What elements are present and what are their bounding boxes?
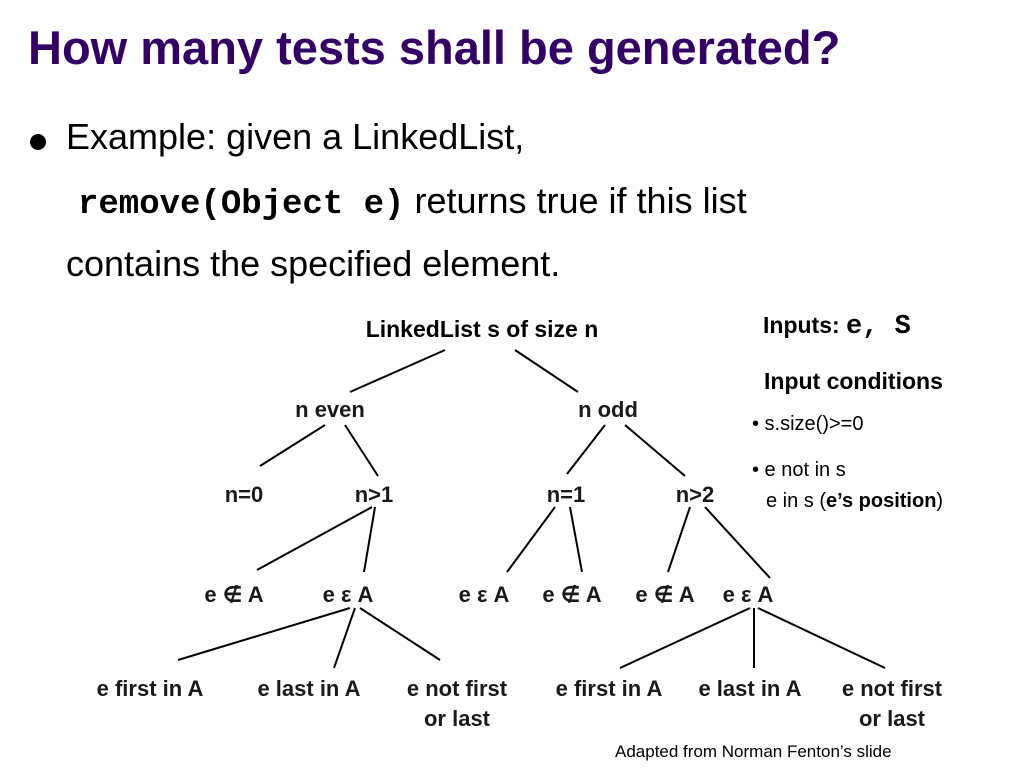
method-signature: remove(Object e) — [78, 186, 405, 224]
edge-inA1-notfirst — [359, 607, 441, 661]
tree-root-label: LinkedList s of size n — [365, 316, 599, 342]
leaf-or-last: or last — [423, 706, 491, 731]
node-n-eq-1: n=1 — [546, 482, 586, 507]
node-e-in-a: e ε A — [322, 582, 374, 607]
edge-ngt1-notin — [256, 506, 373, 571]
node-n-gt-1: n>1 — [354, 482, 394, 507]
edge-n1-notin — [569, 506, 583, 573]
node-n-gt-2: n>2 — [675, 482, 715, 507]
edge-root-even — [349, 349, 446, 393]
node-n-eq-0: n=0 — [224, 482, 264, 507]
inputs-line: Inputs: e, S — [763, 312, 911, 342]
edge-odd-n1 — [566, 424, 606, 475]
node-e-in-a: e ε A — [722, 582, 774, 607]
leaf-e-last-in-a: e last in A — [698, 676, 802, 701]
leaf-e-not-first: e not first — [841, 676, 943, 701]
inputs-vars: e, S — [846, 312, 911, 342]
leaf-e-last-in-a: e last in A — [257, 676, 361, 701]
condition-3-prefix: e in s ( — [766, 490, 827, 512]
condition-3: e in s (e’s position) — [766, 490, 943, 513]
condition-3-bold: e’s position — [826, 490, 937, 512]
bullet-line-2: remove(Object e) returns true if this li… — [78, 180, 747, 224]
bullet-line-2-text: returns true if this list — [414, 180, 747, 221]
slide-title: How many tests shall be generated? — [28, 21, 841, 74]
edge-inA1-first — [177, 607, 351, 661]
edge-inA2-first — [619, 607, 751, 669]
edge-odd-ngt2 — [624, 424, 686, 477]
edge-ngt1-in — [363, 506, 376, 573]
edge-n1-in — [506, 506, 556, 573]
condition-3-suffix: ) — [936, 490, 944, 512]
edge-ngt2-in — [704, 506, 771, 579]
input-conditions-title: Input conditions — [764, 368, 943, 394]
edge-even-ngt1 — [344, 424, 379, 477]
leaf-e-first-in-a: e first in A — [96, 676, 204, 701]
node-e-not-in-a: e ∉ A — [635, 582, 695, 607]
node-e-not-in-a: e ∉ A — [542, 582, 602, 607]
condition-1: • s.size()>=0 — [752, 413, 864, 435]
credit-note: Adapted from Norman Fenton’s slide — [615, 742, 892, 761]
edge-inA1-last — [333, 607, 356, 669]
leaf-e-not-first: e not first — [406, 676, 508, 701]
node-e-in-a: e ε A — [458, 582, 510, 607]
bullet-icon — [30, 134, 46, 150]
inputs-label: Inputs: — [763, 312, 840, 338]
node-n-odd: n odd — [578, 397, 638, 422]
edge-even-n0 — [259, 424, 326, 467]
leaf-e-first-in-a: e first in A — [555, 676, 663, 701]
node-e-not-in-a: e ∉ A — [204, 582, 264, 607]
edge-inA2-notfirst — [757, 607, 886, 669]
edge-ngt2-notin — [667, 506, 691, 573]
edge-root-odd — [514, 349, 579, 393]
condition-2: • e not in s — [752, 459, 846, 481]
leaf-or-last: or last — [858, 706, 926, 731]
bullet-line-3: contains the specified element. — [66, 243, 561, 284]
node-n-even: n even — [295, 397, 365, 422]
bullet-line-1: Example: given a LinkedList, — [66, 116, 525, 157]
